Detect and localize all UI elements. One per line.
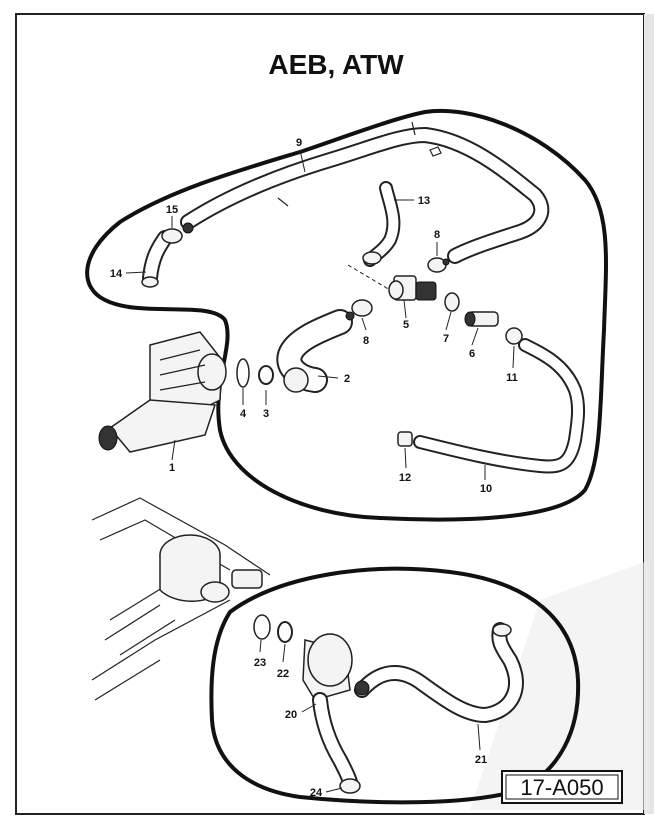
clamp-7 — [444, 292, 460, 312]
callout-11: 11 — [506, 372, 518, 384]
upper-assembly-outline — [85, 108, 608, 522]
t-piece-5 — [388, 275, 437, 301]
seal-23 — [253, 614, 271, 640]
figure-id: 17-A050 — [520, 775, 603, 800]
callout-10: 10 — [480, 483, 492, 495]
callout-2: 2 — [344, 373, 350, 385]
hose-13 — [362, 181, 401, 267]
hose-10 — [413, 338, 585, 474]
clamp-8-upper — [427, 257, 450, 273]
dash-leader — [347, 264, 391, 291]
connector-6 — [464, 311, 499, 327]
callout-6: 6 — [469, 348, 475, 360]
diagram-title: AEB, ATW — [268, 49, 404, 80]
oil-separator-1 — [98, 331, 227, 453]
callout-8-upper: 8 — [434, 229, 440, 241]
clamp-11 — [505, 327, 523, 345]
callout-5: 5 — [403, 319, 409, 331]
callout-3: 3 — [263, 408, 269, 420]
engine-sketch — [91, 497, 271, 701]
clamp-15 — [161, 222, 194, 244]
callout-24: 24 — [310, 787, 323, 799]
o-ring-22 — [277, 621, 293, 643]
callout-13: 13 — [418, 195, 430, 207]
valve-20 — [302, 633, 361, 794]
hose-9 — [180, 121, 550, 264]
callout-8-lower: 8 — [363, 335, 369, 347]
callout-1: 1 — [169, 462, 175, 474]
callout-15: 15 — [166, 204, 178, 216]
leader-lines — [125, 149, 515, 793]
o-ring-3 — [258, 365, 274, 385]
callout-21: 21 — [475, 754, 487, 766]
hose-2 — [276, 309, 353, 393]
hose-21 — [354, 622, 524, 723]
figure-id-box: 17-A050 — [501, 770, 623, 804]
scan-halftone — [470, 560, 650, 810]
callout-14: 14 — [110, 268, 123, 280]
callout-9: 9 — [296, 137, 302, 149]
page-shadow — [644, 14, 654, 814]
callout-22: 22 — [277, 668, 289, 680]
callout-4: 4 — [240, 408, 247, 420]
callout-20: 20 — [285, 709, 297, 721]
callout-7: 7 — [443, 333, 449, 345]
callout-12: 12 — [399, 472, 411, 484]
callout-23: 23 — [254, 657, 266, 669]
clip-12 — [397, 431, 413, 447]
seal-4 — [236, 358, 250, 388]
clamp-8-lower — [345, 299, 373, 321]
